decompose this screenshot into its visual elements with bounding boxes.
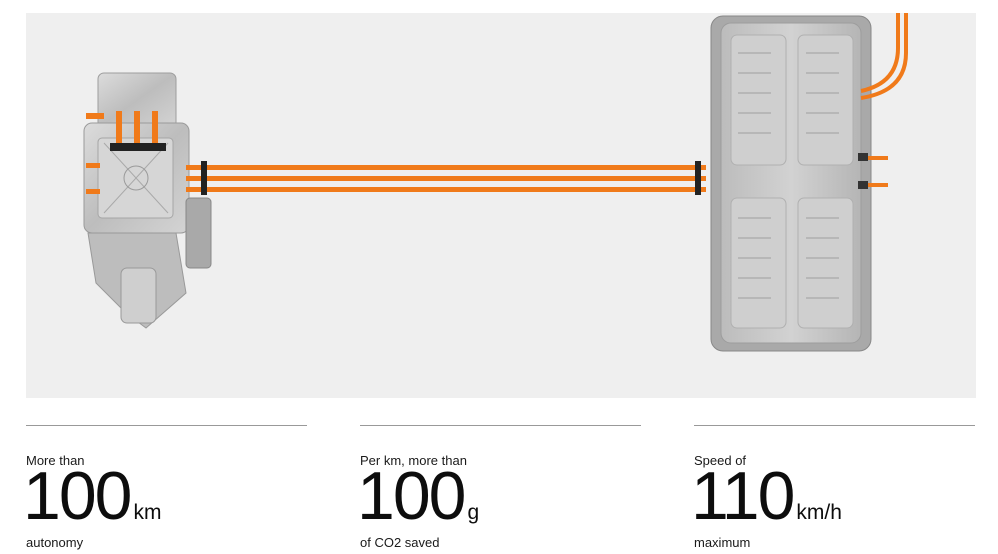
hero-image xyxy=(26,13,976,398)
stat-value: 100 xyxy=(23,458,132,534)
stat-unit: g xyxy=(467,501,480,524)
stat-prefix: Speed of xyxy=(694,453,747,468)
stat-prefix: Per km, more than xyxy=(360,453,467,468)
battery-pack xyxy=(710,13,908,352)
stat-unit: km xyxy=(133,501,162,524)
stat-value: 110 xyxy=(691,458,795,534)
stat-prefix: More than xyxy=(26,453,85,468)
orange-cables xyxy=(186,161,706,195)
stat-value: 100 xyxy=(357,458,466,534)
stat-suffix: autonomy xyxy=(26,535,84,550)
motor-unit xyxy=(83,72,212,329)
motor-battery-illustration xyxy=(83,13,908,352)
stat-suffix: maximum xyxy=(694,535,751,550)
stat-suffix: of CO2 saved xyxy=(360,535,440,550)
stat-unit: km/h xyxy=(796,501,842,524)
